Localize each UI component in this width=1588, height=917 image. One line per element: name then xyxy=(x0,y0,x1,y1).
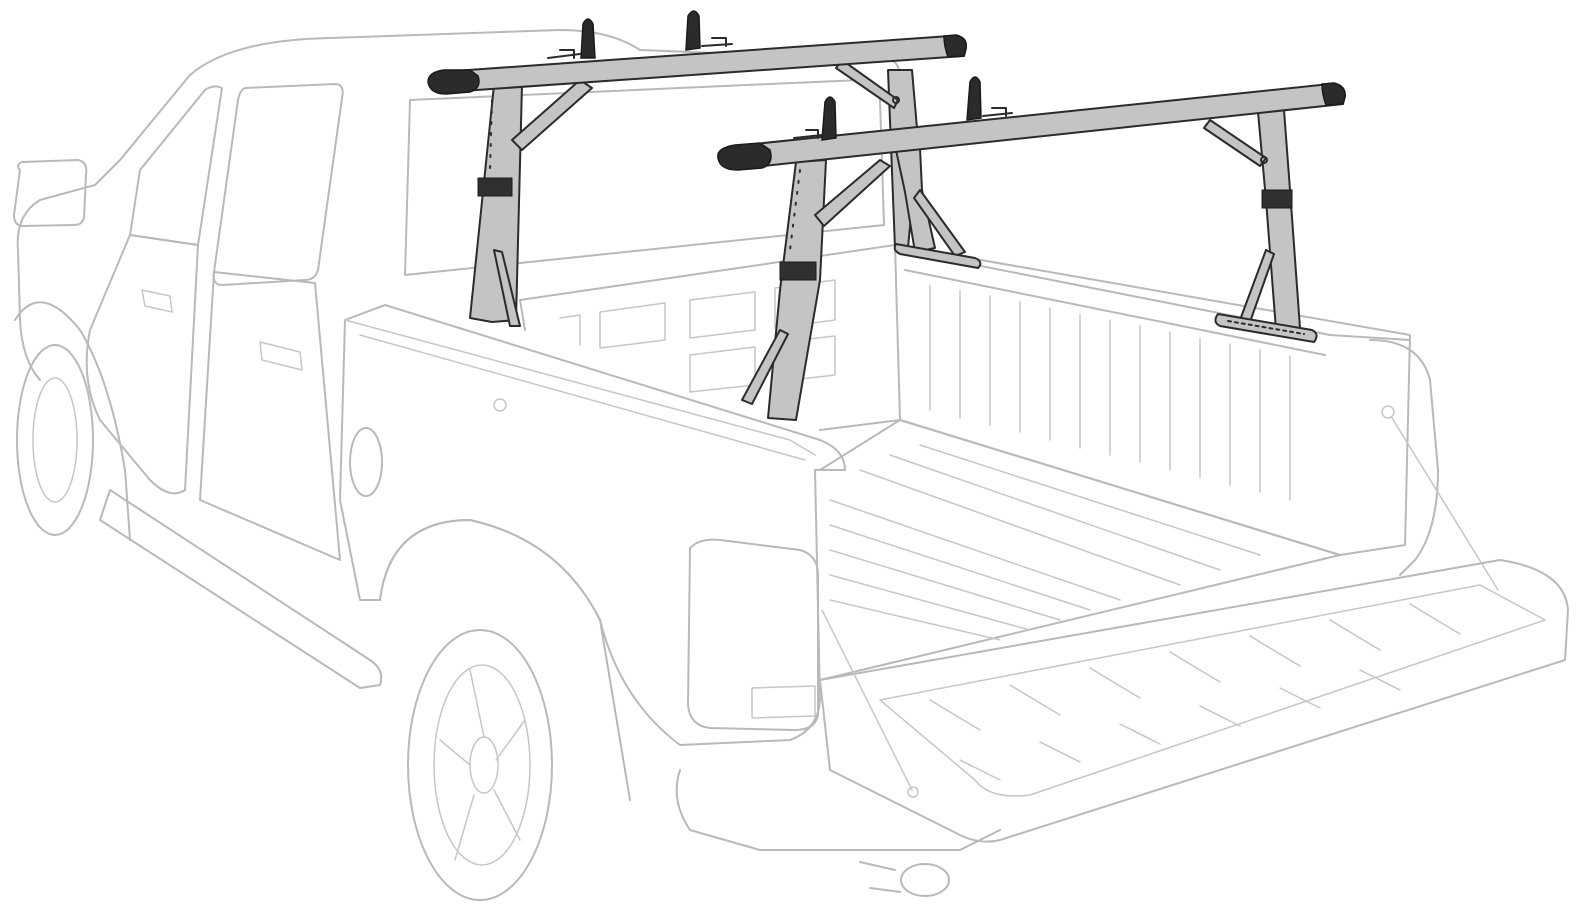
front-far-rail-mount xyxy=(893,243,982,269)
front-load-stop-right xyxy=(966,76,982,121)
tailgate-ribs xyxy=(929,603,1461,781)
exhaust-pipe xyxy=(859,861,901,893)
fuel-cap-panel xyxy=(349,427,383,497)
rear-right-pivot xyxy=(892,96,900,104)
rear-hub xyxy=(469,736,499,794)
rear-tiedown-right xyxy=(701,37,733,47)
front-left-holes xyxy=(789,169,801,251)
front-right-upright xyxy=(1257,109,1301,331)
rear-cab-window xyxy=(212,83,344,286)
fuel-door xyxy=(493,398,507,412)
rear-left-strap xyxy=(477,177,513,197)
front-left-upright xyxy=(767,159,827,421)
rear-load-stop-left xyxy=(580,18,596,59)
running-board xyxy=(99,489,383,689)
tailgate-inner xyxy=(879,584,1546,797)
front-left-strap xyxy=(779,261,817,281)
rear-wheel xyxy=(407,629,553,901)
exhaust-tip xyxy=(900,863,950,897)
pickup-truck xyxy=(13,29,1569,901)
front-crossbar-left-cap xyxy=(717,142,772,171)
taillight-reflector xyxy=(751,685,816,719)
rear-rim-spokes xyxy=(439,669,526,861)
front-fender xyxy=(14,301,131,541)
taillight xyxy=(687,538,819,731)
rear-left-leg-brace xyxy=(493,249,521,327)
rear-left-holes xyxy=(489,99,493,171)
front-right-strap xyxy=(1261,189,1293,209)
front-near-rail-mount-slots xyxy=(1227,320,1305,335)
tailgate-cable-right xyxy=(1391,417,1499,591)
rear-rim xyxy=(433,664,531,866)
front-tiedown-right xyxy=(982,107,1013,117)
side-mirror xyxy=(13,159,88,227)
rear-rack-assembly xyxy=(427,10,968,327)
front-door-handle xyxy=(141,289,173,313)
front-left-leg-brace xyxy=(741,329,789,405)
tailgate xyxy=(819,559,1569,843)
front-wheel xyxy=(16,344,94,536)
bed-far-wall-ribs xyxy=(929,284,1291,501)
front-left-brace xyxy=(814,159,891,227)
rear-left-upright xyxy=(469,84,523,323)
rear-door xyxy=(199,271,341,561)
front-tiedown-left xyxy=(793,129,823,139)
front-cab-window xyxy=(129,85,223,246)
tail-corner-post xyxy=(1369,339,1439,576)
rear-load-stop-right xyxy=(685,10,701,51)
tailgate-cable-anchor xyxy=(1381,405,1395,419)
truck-rack xyxy=(427,10,1346,421)
rear-tiedown-left xyxy=(547,49,581,59)
rear-door-handle xyxy=(259,341,303,371)
tailgate-cable-end xyxy=(907,786,919,798)
rear-wheel-arch xyxy=(379,519,631,801)
bed-rail xyxy=(344,319,816,461)
bed-far-rail xyxy=(899,249,1411,356)
front-rim xyxy=(32,377,78,503)
front-rack-assembly xyxy=(717,76,1346,421)
rear-bumper xyxy=(675,769,1001,851)
rear-left-brace xyxy=(511,79,593,151)
bed-front-ribs xyxy=(559,279,836,393)
front-crossbar-right-cap xyxy=(1321,82,1346,106)
bed-floor xyxy=(819,419,1341,681)
bed-far-wall xyxy=(894,244,1411,556)
bed-front-wall xyxy=(519,244,901,431)
tailgate-cable-left xyxy=(821,609,913,791)
bed-floor-ribs xyxy=(829,444,1261,641)
rear-crossbar-right-cap xyxy=(943,34,968,58)
front-door xyxy=(85,234,199,495)
rear-crossbar-left-cap xyxy=(427,69,480,95)
front-right-brace xyxy=(1203,119,1267,167)
front-right-pivot xyxy=(1260,156,1268,164)
front-load-stop-left xyxy=(821,96,837,141)
